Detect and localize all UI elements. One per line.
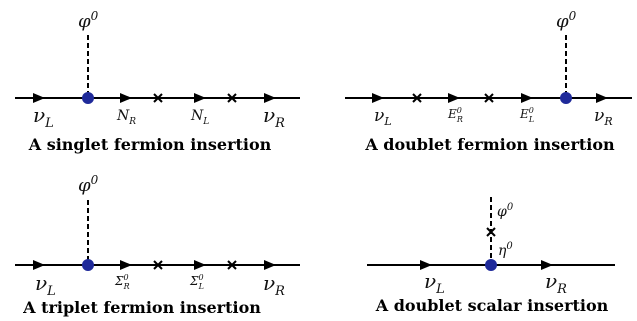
mass-insertion-cross-icon	[227, 93, 237, 103]
scalar-label: φ0	[556, 9, 577, 32]
incoming-neutrino-label: νL	[424, 269, 445, 297]
caption: A singlet fermion insertion	[28, 135, 272, 154]
arrow-icon	[194, 93, 206, 103]
caption: A doublet fermion insertion	[364, 135, 615, 154]
vertex-dot	[560, 92, 572, 104]
mass-insertion-cross-icon	[412, 93, 422, 103]
diagram-doublet-scalar: φ0 η0 νL νR A doublet scalar insertion	[367, 197, 615, 315]
scalar-label: φ0	[497, 202, 514, 220]
arrow-icon	[194, 260, 206, 270]
scalar-label: φ0	[78, 173, 99, 196]
arrow-icon	[420, 260, 432, 270]
outgoing-neutrino-label: νR	[263, 103, 285, 131]
incoming-neutrino-label: νL	[33, 103, 54, 131]
mass-insertion-cross-icon	[484, 93, 494, 103]
outgoing-neutrino-label: νR	[545, 269, 567, 297]
mid1-label: NR	[116, 108, 136, 127]
mass-insertion-cross-icon	[153, 93, 163, 103]
caption: A triplet fermion insertion	[22, 298, 261, 317]
incoming-neutrino-label: νL	[35, 271, 56, 299]
vertex-dot	[82, 92, 94, 104]
scalar-label: φ0	[78, 9, 99, 32]
diagram-singlet-fermion: φ0 νL NR NL νR A singlet fermion inserti…	[15, 9, 300, 154]
arrow-icon	[596, 93, 608, 103]
arrow-icon	[33, 260, 45, 270]
arrow-icon	[448, 93, 460, 103]
mass-insertion-cross-icon	[486, 227, 496, 237]
arrow-icon	[264, 260, 276, 270]
arrow-icon	[33, 93, 45, 103]
vertex-dot	[485, 259, 497, 271]
outgoing-neutrino-label: νR	[263, 271, 285, 299]
arrow-icon	[521, 93, 533, 103]
caption: A doublet scalar insertion	[375, 296, 609, 315]
arrow-icon	[120, 93, 132, 103]
mid2-label: NL	[190, 108, 209, 127]
arrow-icon	[372, 93, 384, 103]
mass-insertion-cross-icon	[153, 260, 163, 270]
arrow-icon	[120, 260, 132, 270]
outgoing-neutrino-label: νR	[594, 106, 613, 128]
arrow-icon	[264, 93, 276, 103]
mass-insertion-cross-icon	[227, 260, 237, 270]
vertex-dot	[82, 259, 94, 271]
eta-label: η0	[498, 241, 513, 259]
incoming-neutrino-label: νL	[374, 106, 392, 128]
arrow-icon	[541, 260, 553, 270]
